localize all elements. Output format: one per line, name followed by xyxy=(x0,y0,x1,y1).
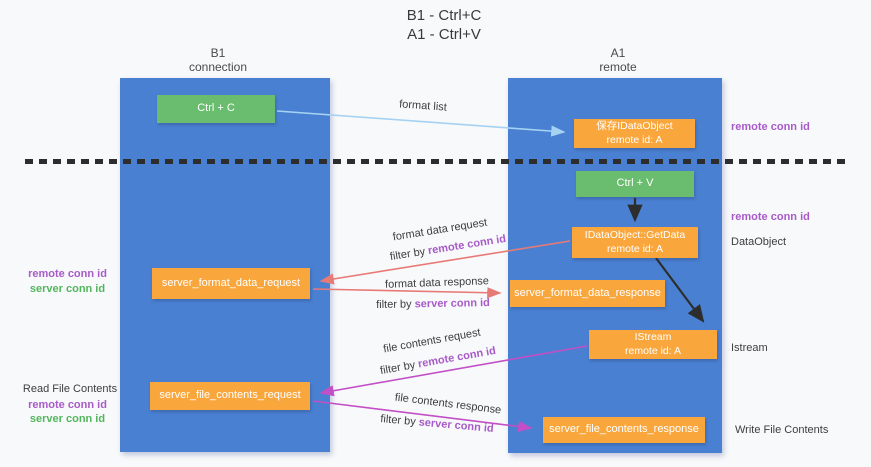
server-format-data-request-label: server_format_data_request xyxy=(161,276,301,289)
left-remote-conn-id-bottom: remote conn id xyxy=(28,399,107,411)
filter-by-prefix: filter by xyxy=(389,245,427,264)
dataobject-label: DataObject xyxy=(731,236,787,248)
ctrl-c-label: Ctrl + C xyxy=(197,102,235,115)
save-idataobject-line1: 保存IDataObject xyxy=(596,120,673,133)
left-server-conn-id-bottom: server conn id xyxy=(29,413,106,425)
diagram-title-line2: A1 - Ctrl+V xyxy=(407,26,481,43)
ctrl-v-label: Ctrl + V xyxy=(616,177,654,190)
ctrl-v-box: Ctrl + V xyxy=(576,171,694,197)
column-header-a1: A1 remote xyxy=(548,46,688,74)
column-a1-name: A1 xyxy=(610,46,626,60)
server-format-data-request-box: server_format_data_request xyxy=(152,268,310,299)
column-header-b1: B1 connection xyxy=(148,46,288,74)
write-file-contents-label: Write File Contents xyxy=(735,424,829,436)
format-list-label: format list xyxy=(398,98,448,114)
filter-by-prefix: filter by xyxy=(379,359,417,378)
filter-server-conn-id: server conn id xyxy=(414,297,490,311)
filter-remote-conn-id: remote conn id xyxy=(427,232,507,258)
istream-side-label: Istream xyxy=(731,342,768,354)
format-data-response-label: format data response xyxy=(384,275,490,291)
file-contents-response-label: file contents response xyxy=(394,391,502,417)
read-file-contents-label: Read File Contents xyxy=(22,383,118,395)
server-file-contents-request-label: server_file_contents_request xyxy=(159,389,301,402)
server-file-contents-response-label: server_file_contents_response xyxy=(549,423,699,436)
server-format-data-response-label: server_format_data_response xyxy=(514,286,661,299)
column-b1-role: connection xyxy=(188,60,248,74)
filter-by-prefix: filter by xyxy=(379,413,417,429)
server-format-data-response-box: server_format_data_response xyxy=(510,280,665,307)
diagram-title: B1 - Ctrl+C A1 - Ctrl+V xyxy=(144,6,744,44)
filter-remote-conn-id: remote conn id xyxy=(417,344,497,371)
getdata-line1: IDataObject::GetData xyxy=(584,229,686,242)
filter-server-conn-id: server conn id xyxy=(418,416,495,435)
istream-box: IStream remote id: A xyxy=(589,330,717,359)
diagram-title-line1: B1 - Ctrl+C xyxy=(406,7,482,24)
left-remote-conn-id-top: remote conn id xyxy=(28,268,107,280)
idataobject-getdata-box: IDataObject::GetData remote id: A xyxy=(572,227,698,258)
column-a1-role: remote xyxy=(599,60,637,74)
dashed-separator xyxy=(25,159,845,164)
istream-line2: remote id: A xyxy=(624,344,682,357)
save-idataobject-box: 保存IDataObject remote id: A xyxy=(574,119,695,148)
column-b1-name: B1 xyxy=(210,46,226,60)
filter-by-prefix: filter by xyxy=(376,298,412,311)
right-remote-conn-id-mid: remote conn id xyxy=(731,211,810,223)
save-idataobject-line2: remote id: A xyxy=(606,133,663,146)
istream-line1: IStream xyxy=(634,331,672,344)
right-remote-conn-id-top: remote conn id xyxy=(731,121,810,133)
server-file-contents-response-box: server_file_contents_response xyxy=(543,417,705,443)
getdata-line2: remote id: A xyxy=(606,242,664,255)
left-server-conn-id-top: server conn id xyxy=(29,283,106,295)
ctrl-c-box: Ctrl + C xyxy=(157,95,275,123)
server-file-contents-request-box: server_file_contents_request xyxy=(150,382,310,410)
